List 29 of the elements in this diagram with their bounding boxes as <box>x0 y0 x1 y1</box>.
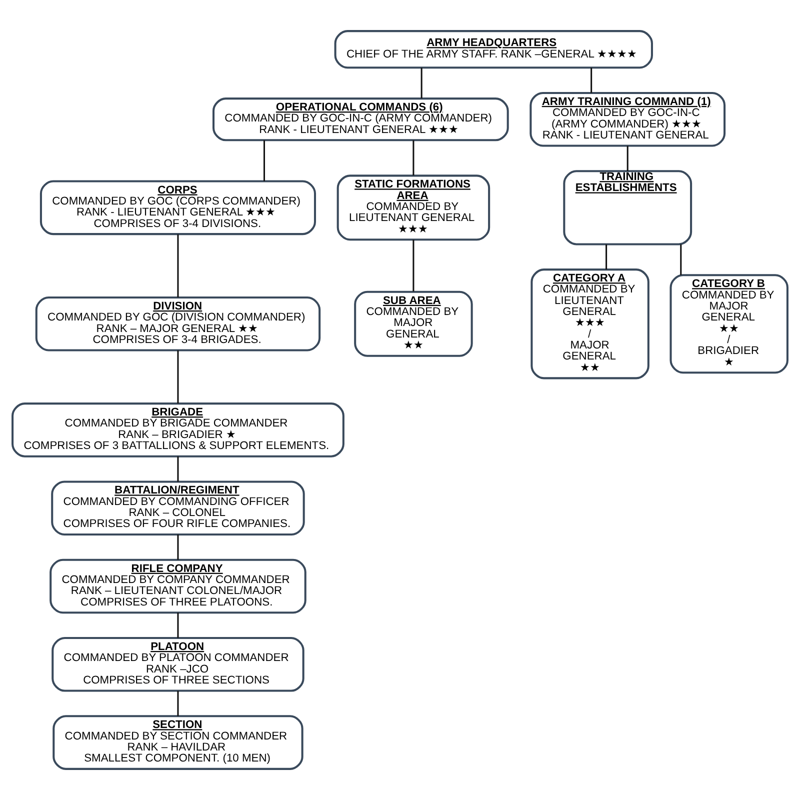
connector <box>412 140 414 176</box>
connector <box>177 456 179 482</box>
node-box: BATTALION/REGIMENT COMMANDED BY COMMANDING OFFICER RANK – COLONEL COMPRISES OF FOUR RIFLE COMPANIES. <box>51 480 305 536</box>
node-box: ARMY HEADQUARTERS CHIEF OF THE ARMY STAFF. RANK –GENERAL ★★★★ <box>334 30 653 69</box>
node-box: DIVISION COMMANDED BY GOC (DIVISION COMMANDER) RANK – MAJOR GENERAL ★★ COMPRISES OF 3-4 BRIGADES. <box>35 296 321 352</box>
node-box: TRAINING ESTABLISHMENTS <box>563 170 692 246</box>
node-box: ARMY TRAINING COMMAND (1) COMMANDED BY GOC-IN-C (ARMY COMMANDER) ★★★ RANK - LIEUTENANT GENERAL <box>530 92 726 147</box>
connector <box>264 140 265 182</box>
connector <box>177 350 179 404</box>
node-box: CORPS COMMANDED BY GOC (CORPS COMMANDER) RANK - LIEUTENANT GENERAL ★★★ COMPRISES OF 3-4 DIVISIONS. <box>40 180 316 236</box>
node-box: PLATOON COMMANDED BY PLATOON COMMANDER RANK –JCO COMPRISES OF THREE SECTIONS <box>52 637 304 692</box>
node-box: BRIGADE COMMANDED BY BRIGADE COMMANDER RANK – BRIGADIER ★ COMPRISES OF 3 BATTALLIONS & SUPPORT ELEMENTS. <box>12 402 344 458</box>
connector <box>177 234 179 298</box>
connector <box>626 146 628 172</box>
node-box: RIFLE COMPANY COMMANDED BY COMPANY COMMANDER RANK – LIEUTENANT COLONEL/MAJOR COMPRISES OF THREE PLATOONS. <box>50 558 306 614</box>
node-box: CATEGORY A COMMANDED BY LIEUTENANT GENERAL ★★★ / MAJOR GENERAL ★★ <box>530 268 650 380</box>
node-box: STATIC FORMATIONS AREA COMMANDED BY LIEUTENANT GENERAL ★★★ <box>336 174 490 241</box>
connector <box>177 612 179 638</box>
node-box: CATEGORY B COMMANDED BY MAJOR GENERAL ★★ / BRIGADIER ★ <box>670 274 788 374</box>
connector <box>420 68 422 98</box>
connector <box>177 534 179 560</box>
node-box: SUB AREA COMMANDED BY MAJOR GENERAL ★★ <box>354 290 473 357</box>
connector <box>606 244 608 270</box>
node-box: SECTION COMMANDED BY SECTION COMMANDER RANK – HAVILDAR SMALLEST COMPONENT. (10 MEN) <box>52 715 304 770</box>
connector <box>177 690 179 716</box>
connector <box>680 244 682 276</box>
connector <box>590 68 592 93</box>
node-box: OPERATIONAL COMMANDS (6) COMMANDED BY GOC-IN-C (ARMY COMMANDER) RANK - LIEUTENANT GENERAL ★★★ <box>212 98 509 142</box>
connector <box>412 240 414 292</box>
